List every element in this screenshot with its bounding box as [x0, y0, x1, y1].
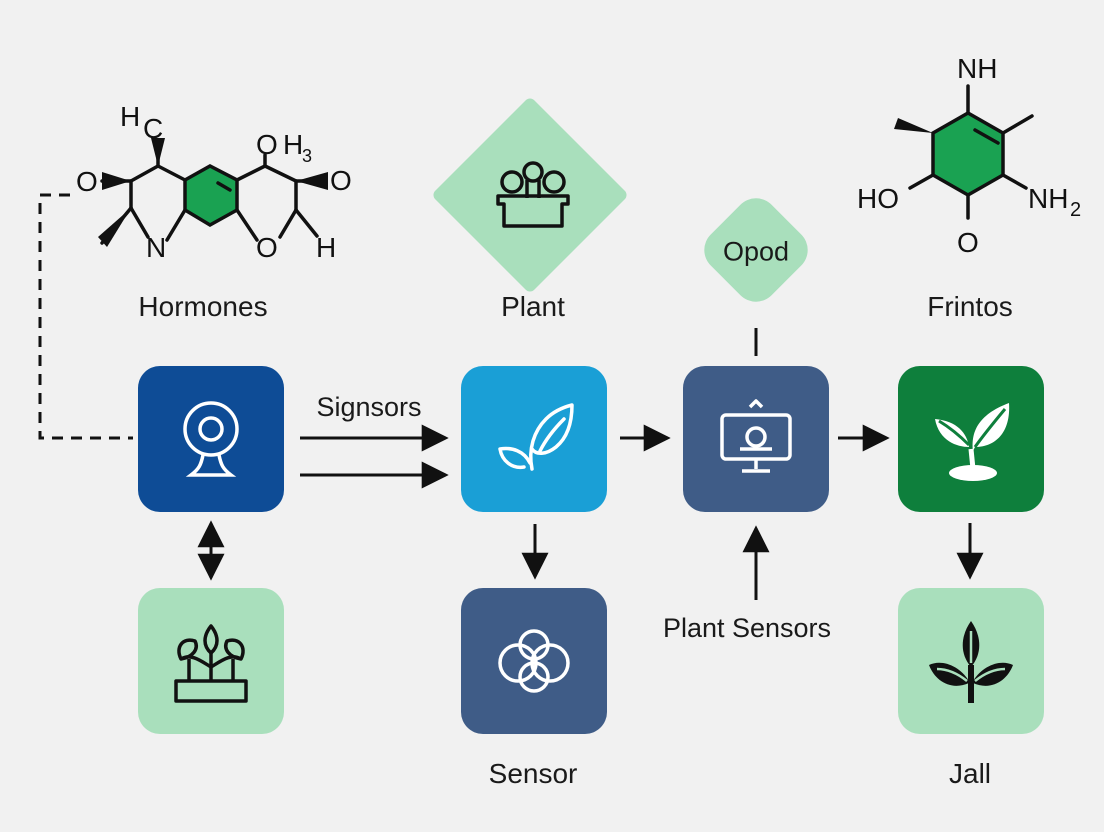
atom-nh2: NH	[1028, 183, 1068, 214]
leaf-icon	[498, 403, 574, 471]
jall-node	[898, 588, 1044, 734]
atom-h-top: H	[283, 129, 303, 160]
webcam-icon	[183, 401, 239, 477]
plant-leaves-icon	[929, 621, 1013, 703]
atom-o-top: O	[256, 129, 278, 160]
atom-n: N	[146, 232, 166, 263]
opod-label: Opod	[722, 236, 790, 267]
basket-icon	[496, 161, 570, 228]
leaf-node	[461, 366, 607, 512]
atom-ho: HO	[857, 183, 899, 214]
sprout-pot-icon	[174, 624, 248, 703]
label-hormones: Hormones	[138, 291, 268, 322]
atom-o-bottom: O	[957, 227, 979, 258]
atom-h: H	[120, 101, 140, 132]
atom-c: C	[143, 113, 163, 144]
label-sensor: Sensor	[488, 758, 578, 789]
atom-o-right: O	[330, 165, 352, 196]
webcam-node	[138, 366, 284, 512]
atom-o-ring: O	[256, 232, 278, 263]
atom-subscript-2: 2	[1070, 199, 1081, 221]
label-frintos: Frintos	[927, 291, 1013, 322]
label-plant: Plant	[501, 291, 565, 322]
monitor-icon	[720, 399, 792, 473]
sensor-knot-icon	[498, 629, 570, 693]
seedling-icon	[935, 403, 1010, 481]
atom-o-left: O	[76, 166, 98, 197]
atom-subscript-3: 3	[302, 146, 312, 166]
atom-h-right: H	[316, 232, 336, 263]
monitor-node	[683, 366, 829, 512]
sprout-node	[138, 588, 284, 734]
label-plant-sensors: Plant Sensors	[662, 613, 832, 643]
label-signsors: Signsors	[316, 392, 422, 422]
seedling-node	[898, 366, 1044, 512]
sensor-node	[461, 588, 607, 734]
label-jall: Jall	[948, 758, 992, 789]
atom-nh-top: NH	[957, 53, 997, 84]
